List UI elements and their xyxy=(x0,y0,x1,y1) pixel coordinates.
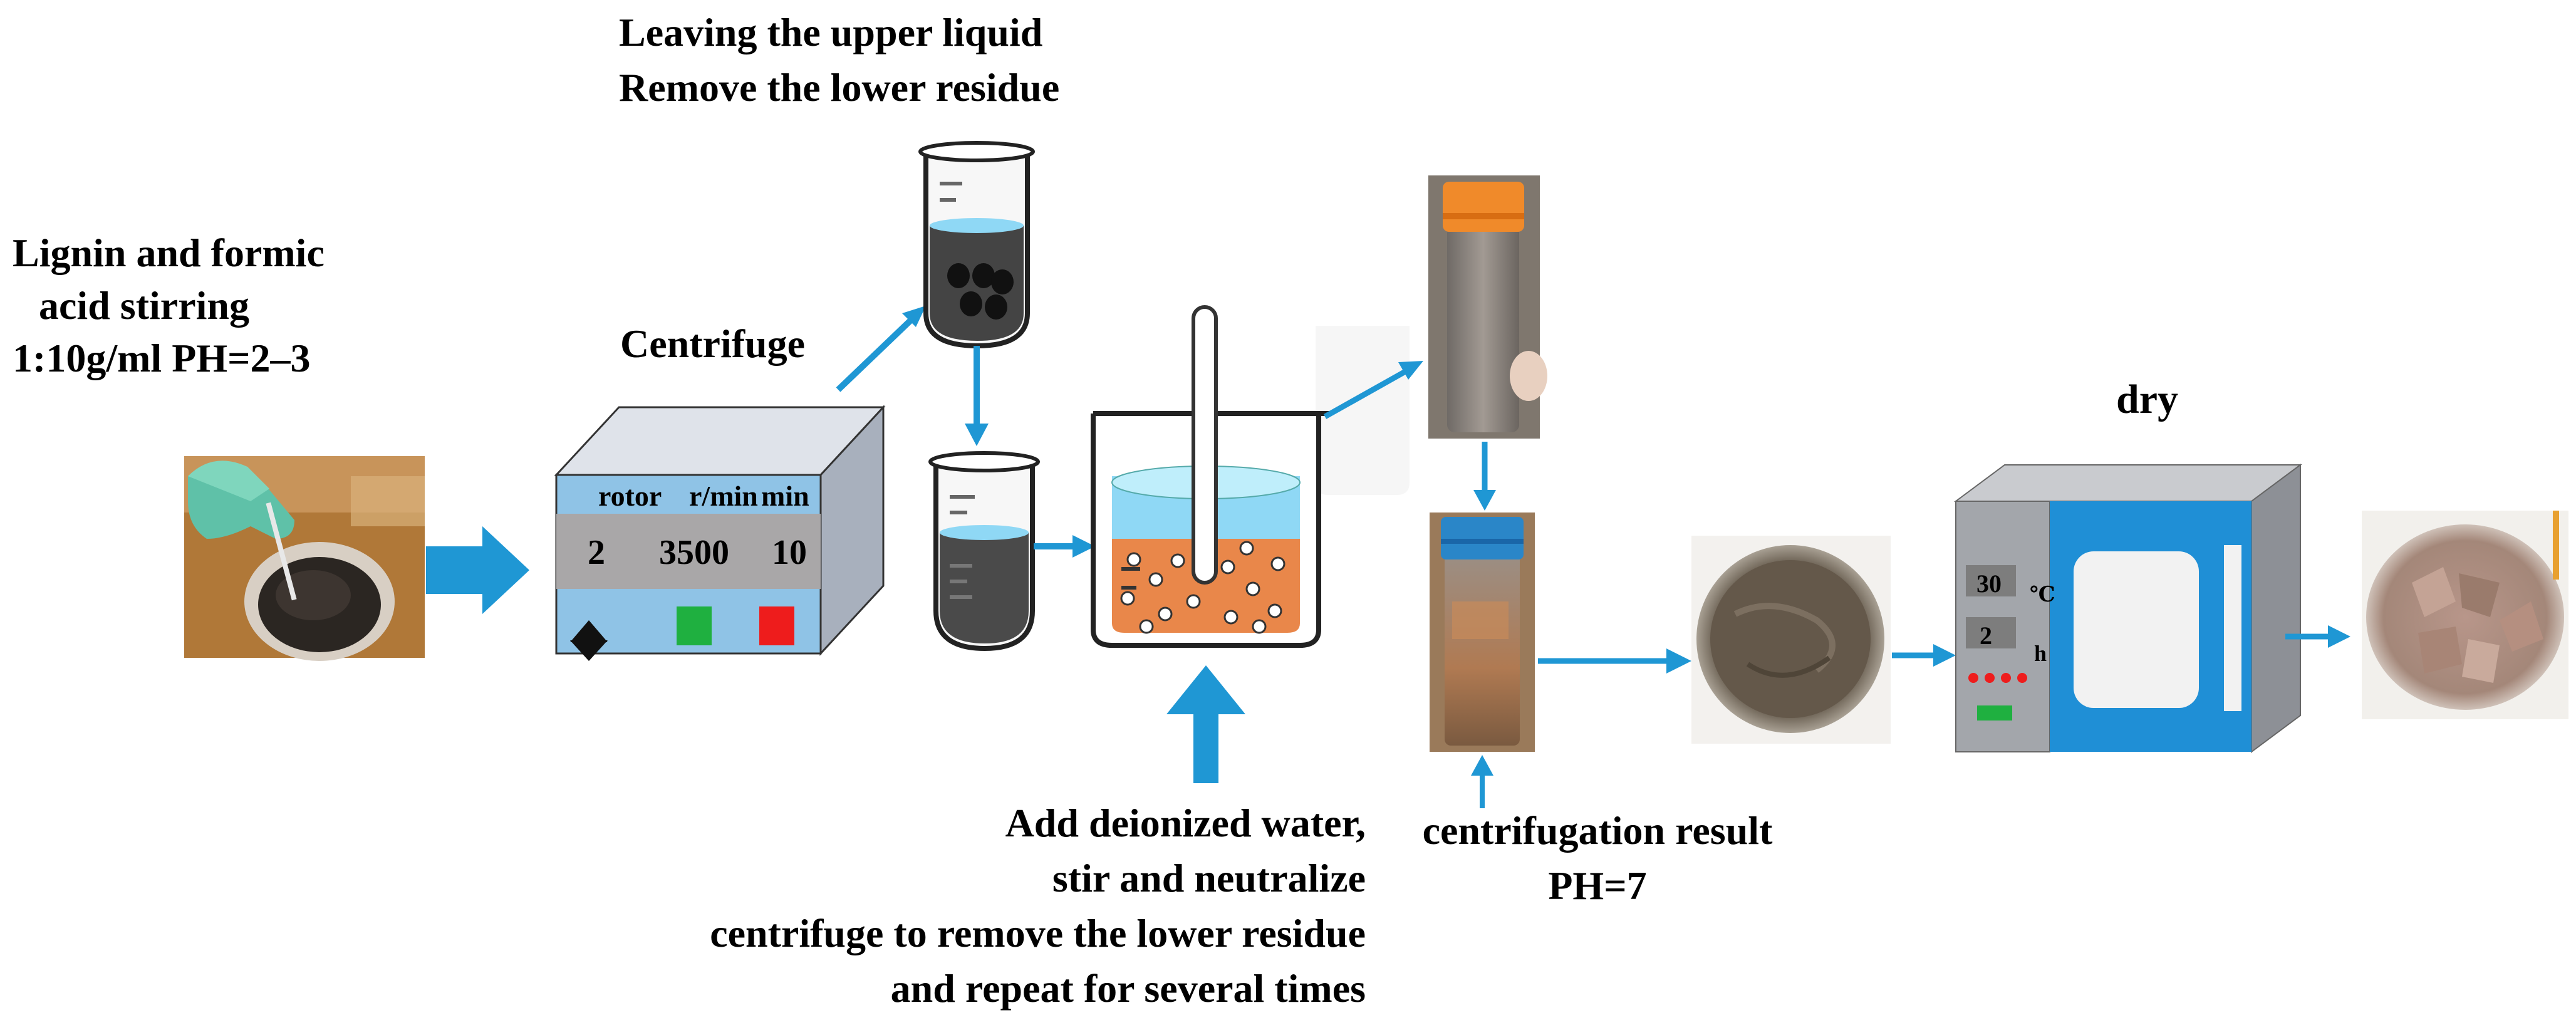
bottom-line4: and repeat for several times xyxy=(890,966,1366,1011)
oven-temp-unit: ℃ xyxy=(2030,583,2055,606)
arrow-tube-to-beaker xyxy=(1034,535,1095,558)
arrow-to-dish xyxy=(1538,648,1691,674)
arrow-beaker-to-tube xyxy=(1323,361,1423,419)
oven-time-value: 2 xyxy=(1980,622,1992,650)
result-line1: centrifugation result xyxy=(1422,808,1773,853)
arrow-add-water xyxy=(1166,665,1245,783)
arrow-to-dry-product xyxy=(2285,625,2350,648)
centrifuge-header-time: min xyxy=(761,480,809,512)
result-label: centrifugation result PH=7 xyxy=(1410,803,1785,913)
result-line2: PH=7 xyxy=(1548,863,1647,908)
centrifuge-label: Centrifuge xyxy=(620,321,806,366)
bottom-line1: Add deionized water, xyxy=(1005,801,1366,845)
photo-tube-blue-cap xyxy=(1430,512,1535,752)
photo-tube-orange-cap xyxy=(1428,175,1547,439)
photo-stirring xyxy=(184,456,425,661)
step1-label: Lignin and formic acid stirring 1:10g/ml… xyxy=(13,227,325,385)
step1-line3: 1:10g/ml PH=2–3 xyxy=(13,336,311,380)
top-line2: Remove the lower residue xyxy=(619,65,1060,110)
dry-label: dry xyxy=(2116,377,2178,422)
step1-line2: acid stirring xyxy=(39,283,249,328)
supernatant-label: Leaving the upper liquid Remove the lowe… xyxy=(619,5,1059,115)
drying-oven xyxy=(1953,464,2303,753)
arrow-to-upper-tube xyxy=(836,306,926,392)
arrow-tube-to-tube xyxy=(1473,442,1496,511)
bottom-line2: stir and neutralize xyxy=(1052,856,1366,900)
centrifuge-header-rotor: rotor xyxy=(598,480,662,512)
centrifuge-value-speed: 3500 xyxy=(659,533,729,572)
bottom-line3: centrifuge to remove the lower residue xyxy=(710,911,1366,955)
arrow-to-oven xyxy=(1892,644,1956,667)
oven-temp-value: 30 xyxy=(1976,570,2002,598)
lower-test-tube xyxy=(928,451,1040,652)
oven-time-unit: h xyxy=(2034,641,2047,666)
upper-test-tube xyxy=(918,141,1035,349)
wash-instructions-label: Add deionized water, stir and neutralize… xyxy=(601,796,1366,1016)
centrifuge-header-speed: r/min xyxy=(689,480,758,512)
oven-start-button[interactable] xyxy=(1977,705,2012,721)
arrow-up-to-result xyxy=(1471,755,1493,808)
arrow-to-centrifuge xyxy=(426,526,529,614)
start-button[interactable] xyxy=(677,606,712,645)
centrifuge-value-time: 10 xyxy=(772,533,807,572)
beaker-illustration xyxy=(1091,305,1410,648)
up-down-arrows-icon[interactable] xyxy=(570,620,608,661)
photo-wet-dish xyxy=(1691,536,1891,744)
centrifuge-value-rotor: 2 xyxy=(588,533,605,572)
photo-dry-product xyxy=(2362,511,2568,719)
top-line1: Leaving the upper liquid xyxy=(619,10,1043,55)
arrow-upper-to-lower-tube xyxy=(965,346,989,446)
step1-line1: Lignin and formic xyxy=(13,231,325,275)
stop-button[interactable] xyxy=(759,606,794,645)
centrifuge-machine xyxy=(554,405,886,656)
